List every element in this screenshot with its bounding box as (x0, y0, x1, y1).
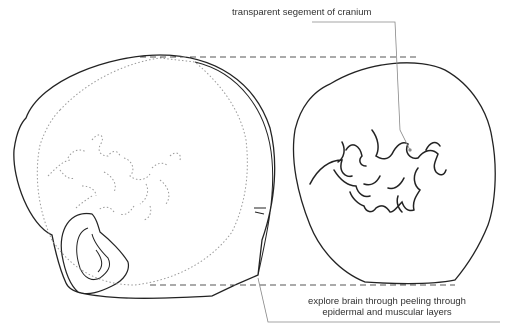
ear-outer (61, 213, 128, 293)
brain-pattern-dotted (48, 135, 180, 220)
head-notch (254, 208, 266, 214)
leader-dot-cranium (408, 148, 411, 151)
ear-fold (96, 250, 102, 272)
label-peeling-line2: epidermal and muscular layers (268, 308, 506, 319)
cranium-segment-dotted (37, 58, 247, 285)
label-peeling-layers: explore brain through peeling through ep… (268, 297, 506, 319)
cranium-segment-outline (293, 63, 495, 284)
label-cranium-segment: transparent segement of cranium (232, 8, 371, 19)
head-outline (14, 55, 275, 298)
brain-fissure-pattern (310, 130, 446, 212)
